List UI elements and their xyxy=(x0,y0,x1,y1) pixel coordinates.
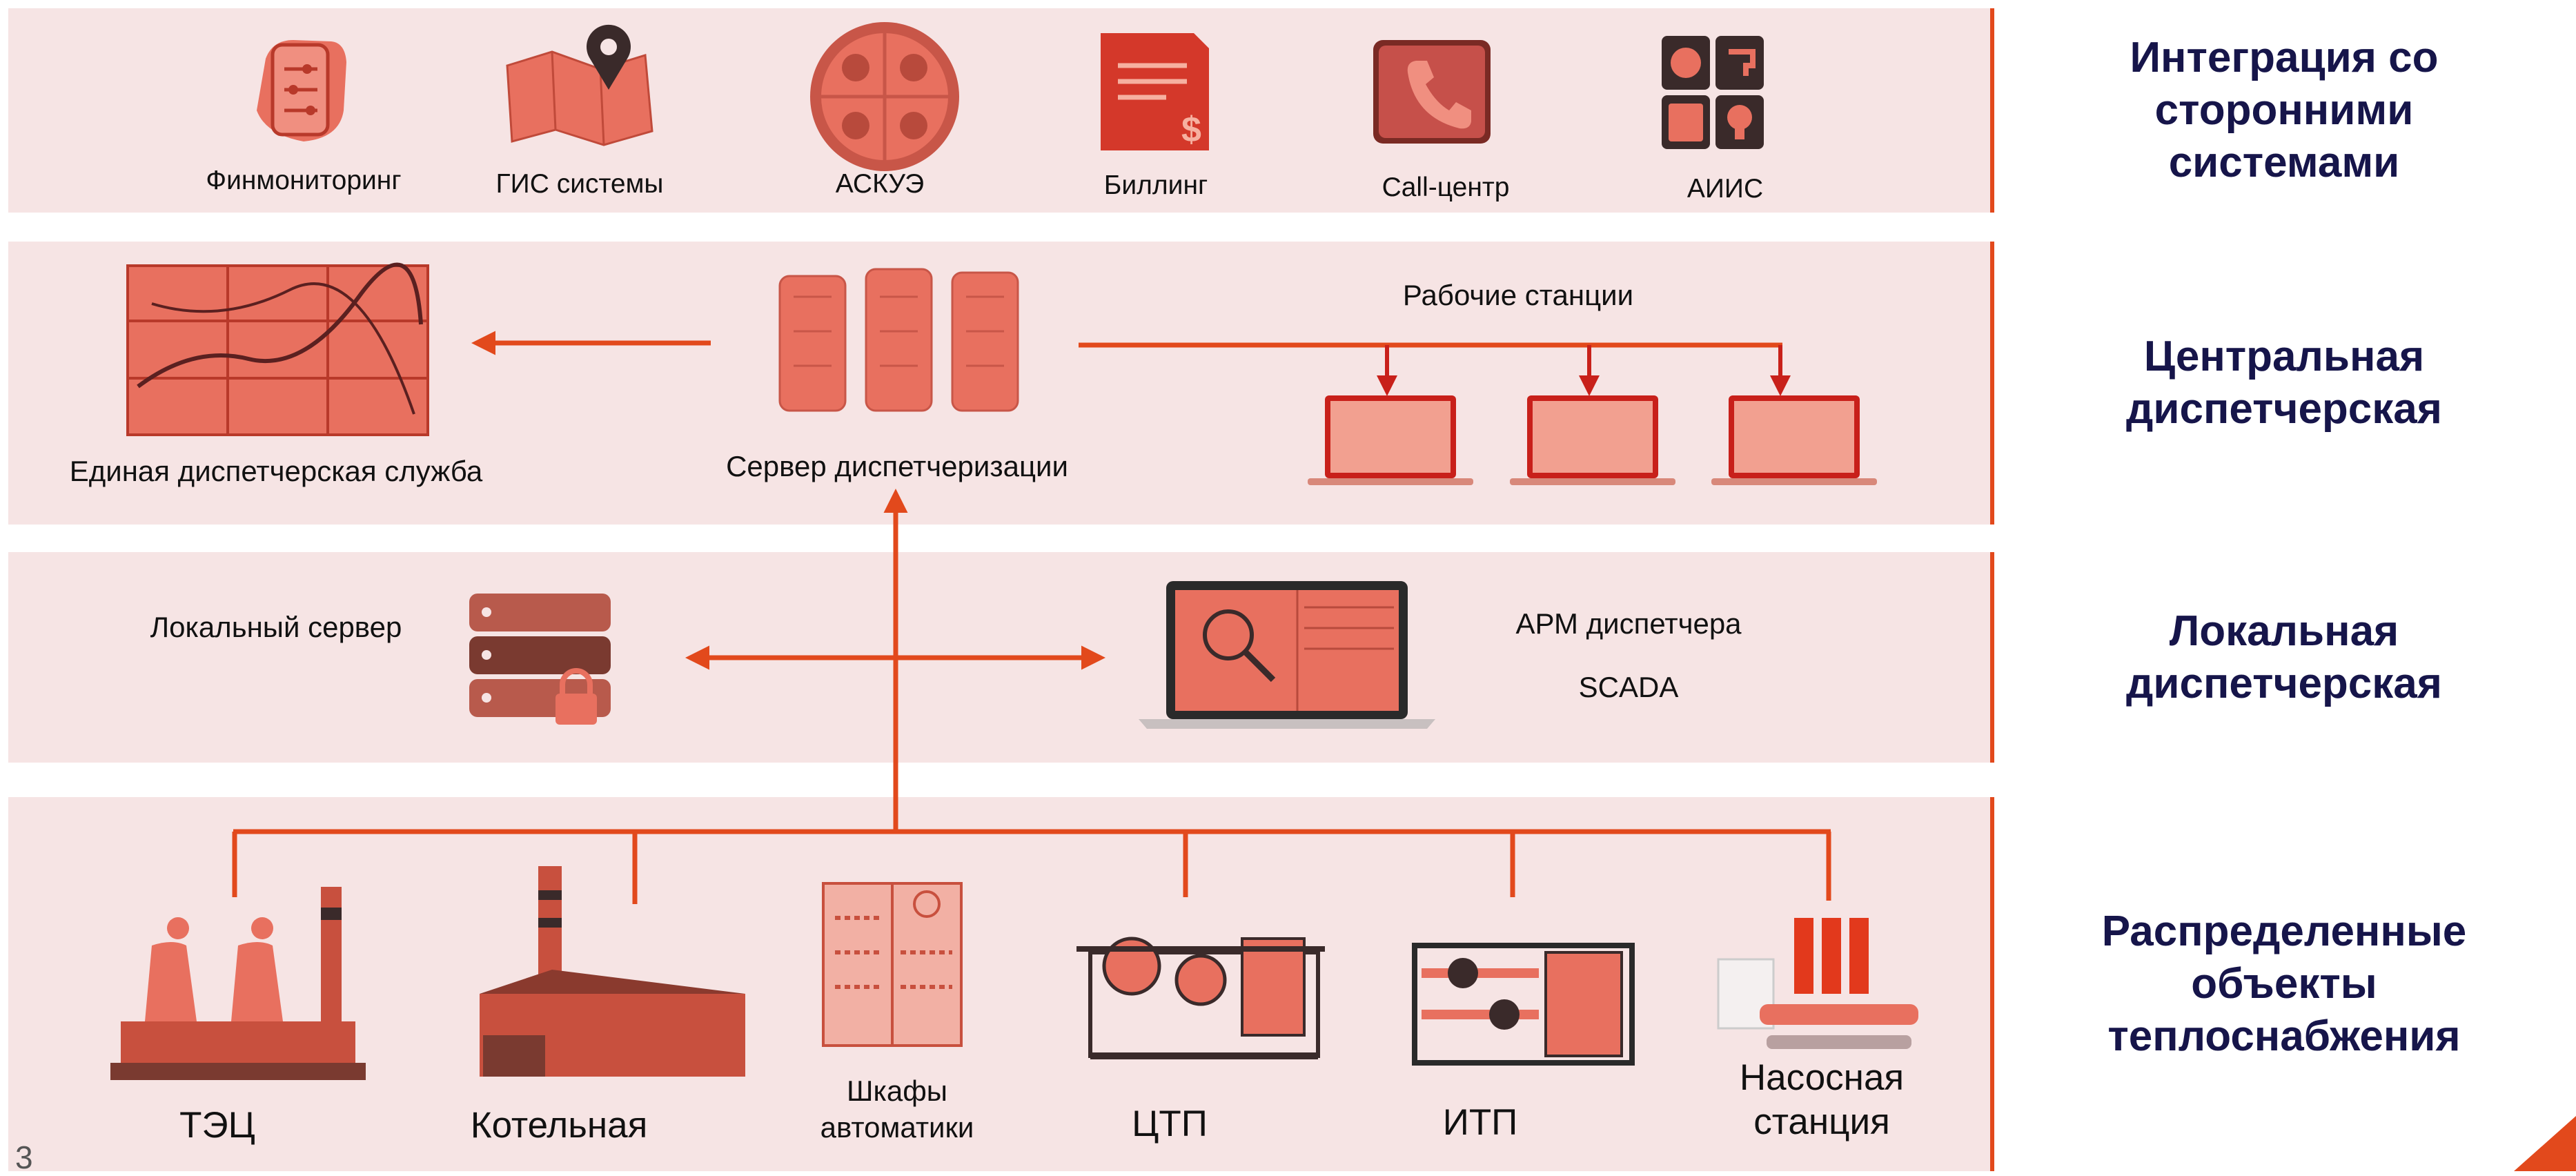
object-label-pump-station: Насосная станция xyxy=(1739,1057,1905,1142)
workstation-bus xyxy=(1079,342,1791,396)
control-cabinet-icon xyxy=(822,882,963,1047)
video-wall-icon xyxy=(126,262,429,436)
integration-label-callcenter: Call-центр xyxy=(1382,173,1510,202)
individual-heat-point-icon xyxy=(1412,943,1635,1066)
server-rack-icon xyxy=(778,268,1019,412)
layer-title-objects: Распределенные объекты теплоснабжения xyxy=(2101,908,2467,1060)
meter-dial-icon xyxy=(810,22,959,171)
separator-objects xyxy=(1990,797,1994,1171)
arm-laptop-icon xyxy=(1139,581,1435,729)
objects-bus xyxy=(232,829,1831,904)
layer-title-central: Центральная диспетчерская xyxy=(2126,333,2442,433)
local-server-lock-icon xyxy=(469,594,611,725)
pump-station-icon xyxy=(1717,918,1918,1049)
integration-label-finmonitoring: Финмониторинг xyxy=(206,166,402,195)
telephone-icon xyxy=(1373,40,1491,144)
boiler-house-icon xyxy=(480,866,745,1077)
phone-in-hand-icon xyxy=(257,40,346,141)
layer-title-local: Локальная диспетчерская xyxy=(2126,607,2442,707)
workstations-label: Рабочие станции xyxy=(1402,279,1634,311)
eds-label: Единая диспетчерская служба xyxy=(69,455,483,487)
scada-label: SCADA xyxy=(1578,671,1679,703)
integration-label-askue: АСКУЭ xyxy=(835,169,925,199)
integration-label-aiis: АИИС xyxy=(1687,174,1764,204)
page-number: 3 xyxy=(15,1139,33,1175)
dispatch-server-label: Сервер диспетчеризации xyxy=(726,450,1068,482)
map-pin-icon xyxy=(506,24,653,146)
object-label-tec: ТЭЦ xyxy=(179,1105,255,1146)
workstation-laptop-1 xyxy=(1308,395,1473,485)
integration-label-gis: ГИС системы xyxy=(495,169,664,199)
power-plant-icon xyxy=(110,887,366,1080)
object-label-boiler: Котельная xyxy=(470,1105,648,1146)
workstation-laptop-2 xyxy=(1510,395,1675,485)
separator-integration xyxy=(1990,8,1994,213)
object-label-itp: ИТП xyxy=(1442,1102,1518,1143)
arm-label: АРМ диспетчера xyxy=(1515,607,1742,640)
invoice-dollar-icon: $ xyxy=(1101,33,1209,150)
integration-label-billing: Биллинг xyxy=(1103,170,1208,200)
object-label-cabinets: Шкафы автоматики xyxy=(820,1075,974,1144)
object-label-ctp: ЦТП xyxy=(1132,1104,1208,1144)
central-heat-point-icon xyxy=(1076,937,1325,1059)
utility-tiles-icon xyxy=(1662,36,1764,149)
layer-title-integration: Интеграция со сторонними системами xyxy=(2130,34,2439,186)
local-server-label: Локальный сервер xyxy=(150,611,402,643)
svg-text:$: $ xyxy=(1181,110,1201,150)
separator-local xyxy=(1990,552,1994,763)
corner-accent xyxy=(2514,1116,2576,1171)
workstation-laptop-3 xyxy=(1711,395,1877,485)
separator-central xyxy=(1990,242,1994,525)
